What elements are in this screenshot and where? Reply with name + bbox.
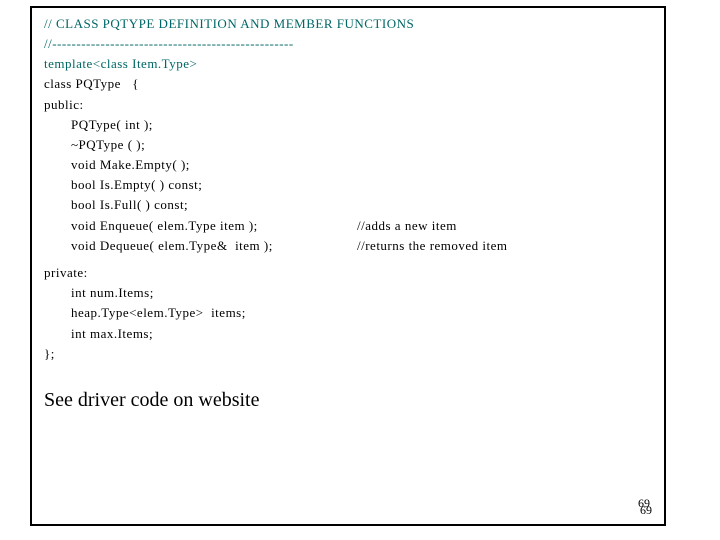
public-label: public:	[44, 97, 84, 112]
destructor-line: ~PQType ( );	[71, 137, 146, 152]
constructor-line: PQType( int );	[71, 117, 153, 132]
dequeue-comment: //returns the removed item	[357, 238, 508, 253]
header-comment: // CLASS PQTYPE DEFINITION AND MEMBER FU…	[44, 16, 415, 31]
is-empty-line: bool Is.Empty( ) const;	[71, 177, 203, 192]
max-items-line: int max.Items;	[71, 326, 154, 341]
heap-items-line: heap.Type<elem.Type> items;	[71, 305, 246, 320]
enqueue-comment: //adds a new item	[357, 218, 457, 233]
template-line: template<class Item.Type>	[44, 56, 198, 71]
make-empty-line: void Make.Empty( );	[71, 157, 190, 172]
is-full-line: bool Is.Full( ) const;	[71, 197, 189, 212]
driver-code-note: See driver code on website	[44, 389, 260, 411]
close-brace-line: };	[44, 346, 55, 361]
num-items-line: int num.Items;	[71, 285, 154, 300]
slide-number-shadow: 69	[640, 503, 652, 517]
enqueue-line: void Enqueue( elem.Type item );	[71, 218, 258, 233]
slide-number: 69	[638, 496, 650, 510]
slide-frame	[30, 6, 666, 526]
class-line: class PQType {	[44, 76, 139, 91]
private-label: private:	[44, 265, 88, 280]
dequeue-line: void Dequeue( elem.Type& item );	[71, 238, 273, 253]
divider-comment: //--------------------------------------…	[44, 36, 294, 51]
